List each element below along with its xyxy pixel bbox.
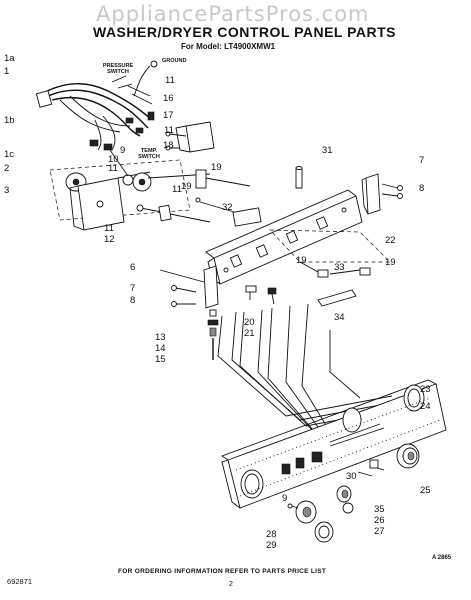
part-number: 23 <box>420 384 431 395</box>
part-number: 1a <box>4 53 15 64</box>
part-number: 8 <box>130 295 136 306</box>
part-number: 11 <box>164 125 174 136</box>
knobs <box>287 443 420 543</box>
ground-callout: GROUND <box>162 58 187 64</box>
part-number: 19 <box>181 181 192 192</box>
part-number: 25 <box>420 485 431 496</box>
part-number: 11 <box>172 184 182 195</box>
post-31 <box>295 166 303 189</box>
watermark: AppliancePartsPros.com <box>96 2 370 26</box>
part-number: 31 <box>322 145 333 156</box>
right-bracket <box>361 173 403 215</box>
wiring-harness <box>35 60 158 151</box>
part-number: 6 <box>130 262 136 273</box>
part-number: 2 <box>4 163 10 174</box>
ordering-footer: FOR ORDERING INFORMATION REFER TO PARTS … <box>118 568 327 575</box>
part-number: 20 <box>244 317 255 328</box>
part-number: 11 <box>165 75 175 86</box>
part-number: 7 <box>419 155 425 166</box>
part-number: 19 <box>385 257 396 268</box>
switch-assembly <box>165 121 251 189</box>
part-number: 7 <box>130 283 136 294</box>
figure-code: A 2865 <box>432 555 452 561</box>
part-number: 21 <box>244 328 255 339</box>
part-number: 11 <box>108 163 118 174</box>
parts-20-21 <box>245 285 277 305</box>
part-number: 17 <box>163 110 174 121</box>
part-number: 16 <box>163 93 174 104</box>
part-number: 12 <box>104 234 115 245</box>
page-number: 2 <box>229 581 233 588</box>
part-number: 15 <box>155 354 166 365</box>
console-bracket <box>205 189 391 285</box>
part-number: 29 <box>266 540 277 551</box>
part-number: 14 <box>155 343 166 354</box>
timer-assembly <box>49 149 211 231</box>
pressure-switch-callout: PRESSURE SWITCH <box>102 63 134 75</box>
part-number: 27 <box>374 526 385 537</box>
component-32 <box>195 197 262 227</box>
part-number: 34 <box>334 312 345 323</box>
part-number: 3 <box>4 185 10 196</box>
left-bracket <box>159 265 219 309</box>
part-number: 1b <box>4 115 15 126</box>
part-number: 11 <box>104 223 114 234</box>
parts-33-34 <box>299 261 371 307</box>
part-number: 35 <box>374 504 385 515</box>
part-number: 13 <box>155 332 166 343</box>
part-number: 1 <box>4 66 10 77</box>
part-number: 33 <box>334 262 345 273</box>
model-line: For Model: LT4900XMW1 <box>181 42 276 51</box>
part-number: 26 <box>374 515 385 526</box>
part-number: 18 <box>163 140 174 151</box>
part-number: 9 <box>120 145 126 156</box>
part-number: 24 <box>420 401 431 412</box>
left-screws <box>136 204 211 223</box>
document-code: 692871 <box>7 577 33 586</box>
diagram-title: WASHER/DRYER CONTROL PANEL PARTS <box>93 24 397 40</box>
part-number: 22 <box>385 235 396 246</box>
part-number: 10 <box>108 154 119 165</box>
screw-stack <box>207 309 219 360</box>
part-number: 28 <box>266 529 277 540</box>
part-number: 9 <box>282 493 288 504</box>
part-number: 19 <box>211 162 222 173</box>
part-number: 30 <box>346 471 357 482</box>
front-panel <box>221 379 447 509</box>
part-number: 1c <box>4 149 15 160</box>
temp-switch-callout: TEMP. SWITCH <box>138 148 160 160</box>
part-number: 8 <box>419 183 425 194</box>
part-number: 19 <box>296 255 307 266</box>
part-number: 32 <box>222 202 233 213</box>
